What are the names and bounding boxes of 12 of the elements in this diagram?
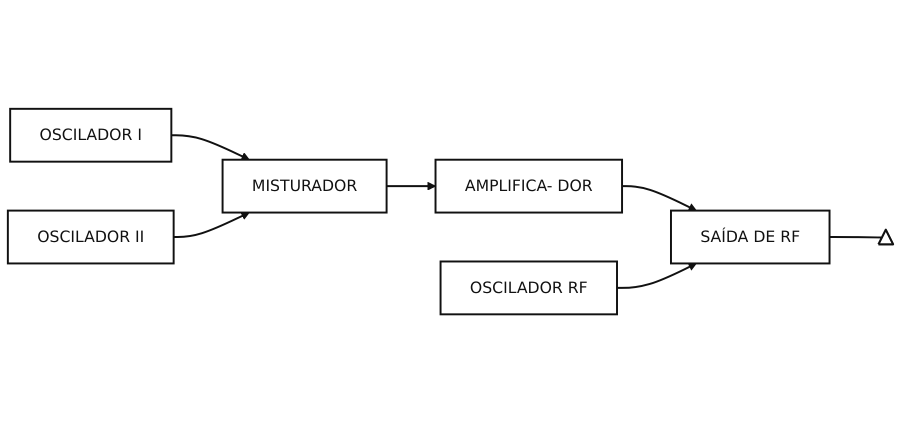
node-box: AMPLIFICA- DOR	[434, 159, 624, 214]
connector	[830, 236, 883, 239]
node-box: OSCILADOR I	[9, 108, 172, 164]
arrow	[171, 134, 250, 161]
arrow	[386, 182, 436, 191]
node-box: MISTURADOR	[222, 159, 388, 214]
arrow	[174, 212, 250, 238]
node-box: SAÍDA DE RF	[670, 210, 831, 265]
node-box: OSCILADOR RF	[440, 260, 618, 316]
node-box: OSCILADOR II	[6, 210, 175, 265]
arrow	[617, 263, 697, 290]
arrow	[622, 186, 697, 212]
